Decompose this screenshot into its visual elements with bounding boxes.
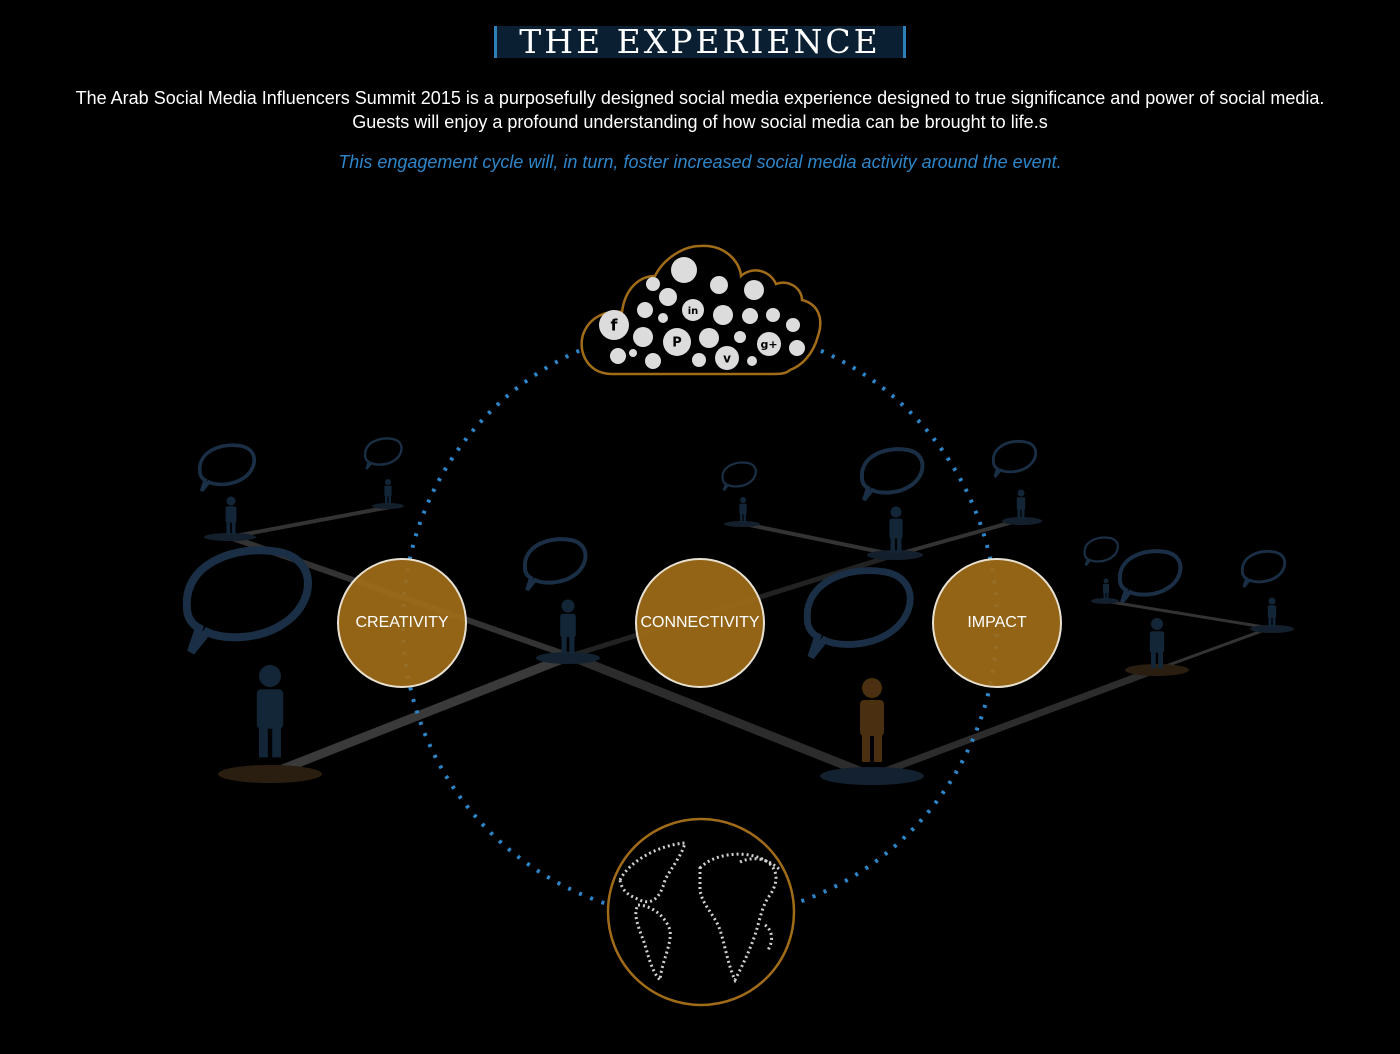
twitter-icon <box>699 328 719 348</box>
svg-text:in: in <box>688 306 699 317</box>
social-icons <box>599 257 805 370</box>
google-plus-icon <box>646 277 660 291</box>
speech-bubble-icon <box>363 437 403 471</box>
speech-bubble-icon <box>187 550 308 652</box>
speech-bubble-icon <box>807 571 910 657</box>
page-title-box: THE EXPERIENCE <box>494 25 906 58</box>
linkedin-icon <box>682 299 704 321</box>
yelp-icon <box>633 327 653 347</box>
tagline: This engagement cycle will, in turn, fos… <box>338 152 1062 172</box>
page-title: THE EXPERIENCE <box>519 22 881 61</box>
rss-icon <box>671 257 697 283</box>
person-icon <box>889 506 903 553</box>
dribbble-icon <box>713 305 733 325</box>
stumbleupon-icon <box>710 276 728 294</box>
skype-icon <box>734 331 746 343</box>
speech-bubble-icon <box>522 537 588 592</box>
node-impact[interactable]: IMPACT <box>932 558 1062 688</box>
vimeo-icon <box>715 346 739 370</box>
stumbleupon-icon <box>645 353 661 369</box>
node-impact-label: IMPACT <box>967 614 1026 631</box>
globe <box>606 817 796 1007</box>
facebook-icon <box>786 318 800 332</box>
facebook-icon <box>599 310 629 340</box>
linkedin-icon <box>747 356 757 366</box>
google-plus-icon <box>757 332 781 356</box>
speech-bubble-icon <box>991 439 1038 479</box>
person-icon <box>225 496 237 535</box>
node-creativity-label: CREATIVITY <box>355 614 448 631</box>
person-icon <box>1267 597 1277 627</box>
person-icon <box>560 599 576 655</box>
intro-line-1: The Arab Social Media Influencers Summit… <box>75 88 1325 108</box>
speech-bubble-icon <box>1117 549 1183 604</box>
svg-text:g+: g+ <box>760 338 777 351</box>
platforms <box>204 503 1294 785</box>
person-icon <box>860 678 884 762</box>
facebook-icon <box>692 353 706 367</box>
person-icon <box>1103 578 1109 600</box>
intro-line-2: Guests will enjoy a profound understandi… <box>352 112 1048 132</box>
vimeo-icon <box>637 302 653 318</box>
linkedin-icon <box>658 313 668 323</box>
svg-text:v: v <box>723 352 731 366</box>
vimeo-icon <box>789 340 805 356</box>
speech-bubble-icon <box>1240 549 1287 589</box>
speech-bubble-icon <box>1083 536 1119 567</box>
pinterest-icon <box>663 328 691 356</box>
node-connectivity[interactable]: CONNECTIVITY <box>635 558 765 688</box>
person-icon <box>256 665 284 758</box>
svg-text:f: f <box>611 316 619 335</box>
person-icon <box>1149 618 1165 669</box>
world-map-icon <box>618 841 782 984</box>
rss-icon <box>742 308 758 324</box>
svg-text:P: P <box>672 336 682 351</box>
linkedin-icon <box>610 348 626 364</box>
node-creativity[interactable]: CREATIVITY <box>337 558 467 688</box>
twitter-icon <box>659 288 677 306</box>
person-icon <box>1016 489 1026 519</box>
youtube-icon <box>744 280 764 300</box>
speech-bubble-icon <box>197 443 257 493</box>
node-connectivity-label: CONNECTIVITY <box>640 614 759 631</box>
speech-bubble-icon <box>721 461 757 492</box>
header: THE EXPERIENCE <box>0 25 1400 58</box>
social-cloud: f P in v g+ <box>580 244 822 376</box>
person-icon <box>739 497 747 523</box>
person-icon <box>384 479 392 505</box>
speech-bubble-icon <box>859 447 925 502</box>
intro-text: The Arab Social Media Influencers Summit… <box>0 86 1400 134</box>
flickr-icon <box>766 308 780 322</box>
